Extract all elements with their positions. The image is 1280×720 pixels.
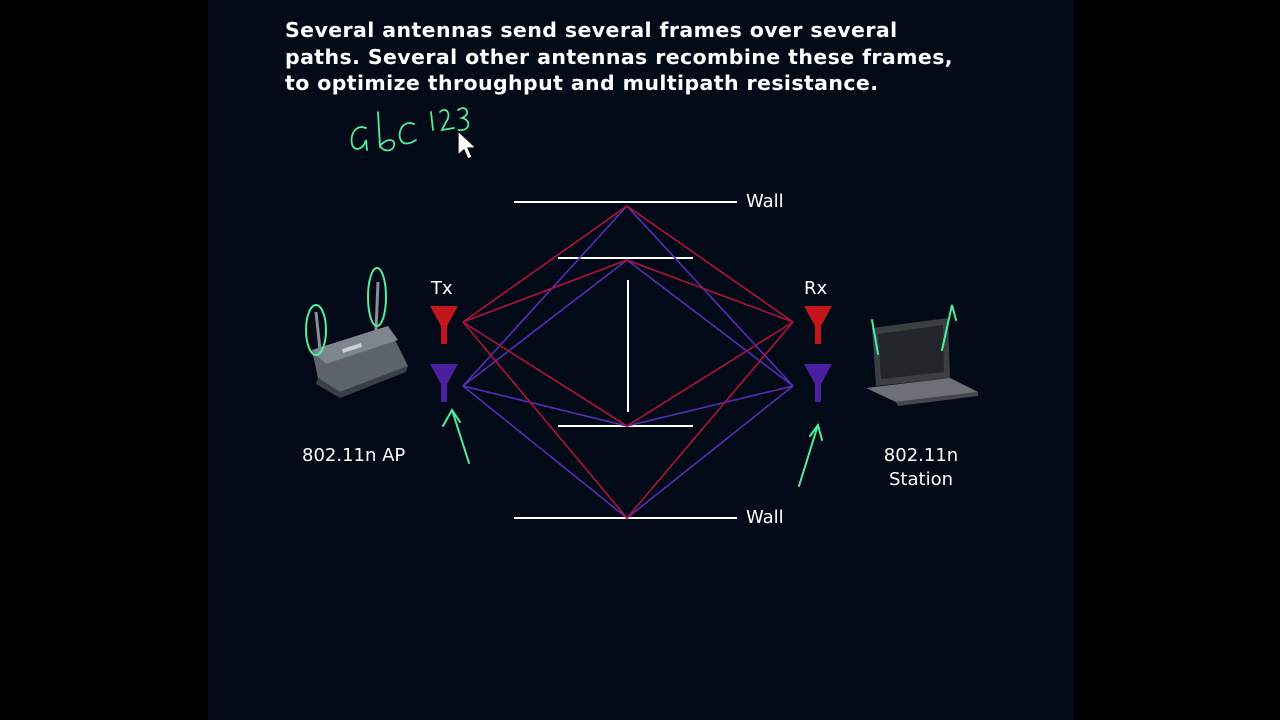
ap-antenna-circle-left	[305, 304, 327, 356]
tx-antenna-red-icon	[430, 306, 458, 344]
heading-line-2: paths. Several other antennas recombine …	[285, 44, 953, 69]
red-path-bottom-obstacle	[462, 321, 794, 427]
slide-heading: Several antennas send several frames ove…	[285, 17, 985, 97]
rx-label: Rx	[804, 278, 828, 299]
green-annotations	[305, 107, 957, 487]
station-label-line-2: Station	[889, 469, 953, 490]
station-annotation-right	[941, 304, 957, 351]
tx-label: Tx	[431, 278, 453, 299]
station-label: 802.11n Station	[880, 444, 962, 492]
laptop-icon	[866, 318, 978, 406]
red-path-top-obstacle	[462, 259, 794, 323]
wall-bottom-label: Wall	[746, 507, 784, 528]
rx-antenna-red-icon	[804, 306, 832, 344]
tx-antenna-purple-icon	[430, 364, 458, 402]
heading-line-3: to optimize throughput and multipath res…	[285, 71, 879, 95]
heading-line-1: Several antennas send several frames ove…	[285, 18, 898, 42]
tx-purple-arrow	[442, 408, 470, 464]
ap-label: 802.11n AP	[302, 445, 406, 466]
mouse-cursor-icon	[457, 129, 478, 160]
wall-top-label: Wall	[746, 191, 784, 212]
wireless-router-icon	[312, 281, 408, 398]
ap-antenna-circle-right	[367, 267, 387, 327]
handwritten-text	[350, 107, 470, 152]
station-label-line-1: 802.11n	[883, 445, 959, 466]
red-signal-paths	[462, 205, 794, 520]
station-annotation-left	[871, 319, 879, 355]
red-path-top-wall	[462, 205, 794, 323]
red-path-bottom-wall	[462, 321, 794, 520]
rx-purple-arrow	[798, 422, 823, 487]
rx-antenna-purple-icon	[804, 364, 832, 402]
